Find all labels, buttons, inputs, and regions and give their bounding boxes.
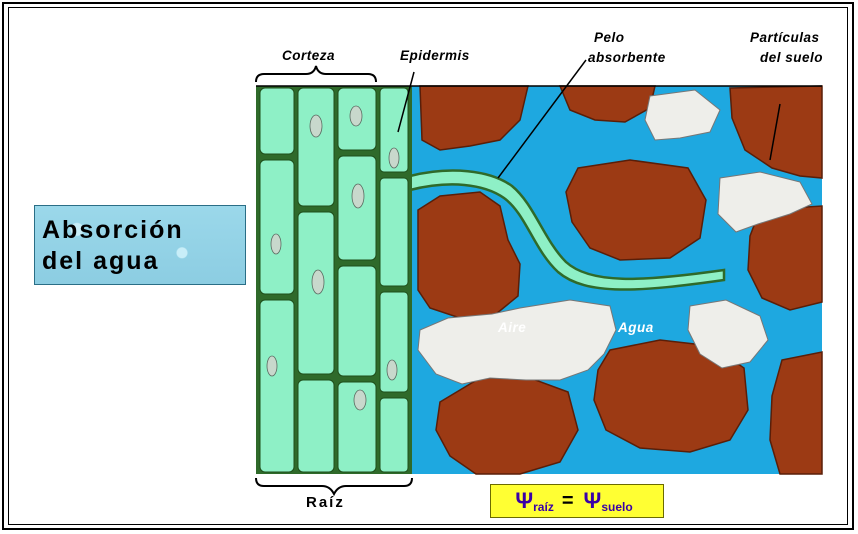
title-line-1: Absorción (42, 216, 184, 245)
label-aire: Aire (498, 320, 526, 335)
soil-particle (436, 378, 578, 474)
formula-equals: = (562, 490, 574, 513)
cell-nucleus (350, 106, 362, 126)
epidermis-cell (380, 178, 408, 286)
label-raiz: Raíz (306, 494, 345, 511)
title-box: Absorción del agua (34, 205, 246, 285)
cortex-cell (298, 380, 334, 472)
raiz-brace (256, 478, 412, 494)
psi-symbol-right: Ψ (584, 488, 602, 514)
corteza-brace (256, 66, 376, 82)
cortex-cell (260, 160, 294, 294)
label-agua: Agua (618, 320, 654, 335)
cell-nucleus (271, 234, 281, 254)
title-line-2: del agua (42, 247, 159, 276)
label-particulas-line2: del suelo (760, 50, 823, 65)
label-particulas-line1: Partículas (750, 30, 820, 45)
label-pelo-line1: Pelo (594, 30, 625, 45)
formula-sub-suelo: suelo (601, 500, 632, 514)
psi-symbol-left: Ψ (515, 488, 533, 514)
cell-nucleus (354, 390, 366, 410)
cell-nucleus (389, 148, 399, 168)
cell-nucleus (387, 360, 397, 380)
cell-nucleus (352, 184, 364, 208)
label-epidermis: Epidermis (400, 48, 470, 63)
water-potential-formula: Ψ raíz = Ψ suelo (490, 484, 664, 518)
cell-nucleus (312, 270, 324, 294)
cell-nucleus (310, 115, 322, 137)
cortex-cell (298, 88, 334, 206)
cell-nucleus (267, 356, 277, 376)
cortex-cell (338, 266, 376, 376)
label-pelo-line2: absorbente (588, 50, 666, 65)
formula-sub-raiz: raíz (533, 500, 554, 514)
cortex-cell (260, 300, 294, 472)
cortex-cell (260, 88, 294, 154)
label-corteza: Corteza (282, 48, 335, 63)
epidermis-cell (380, 398, 408, 472)
